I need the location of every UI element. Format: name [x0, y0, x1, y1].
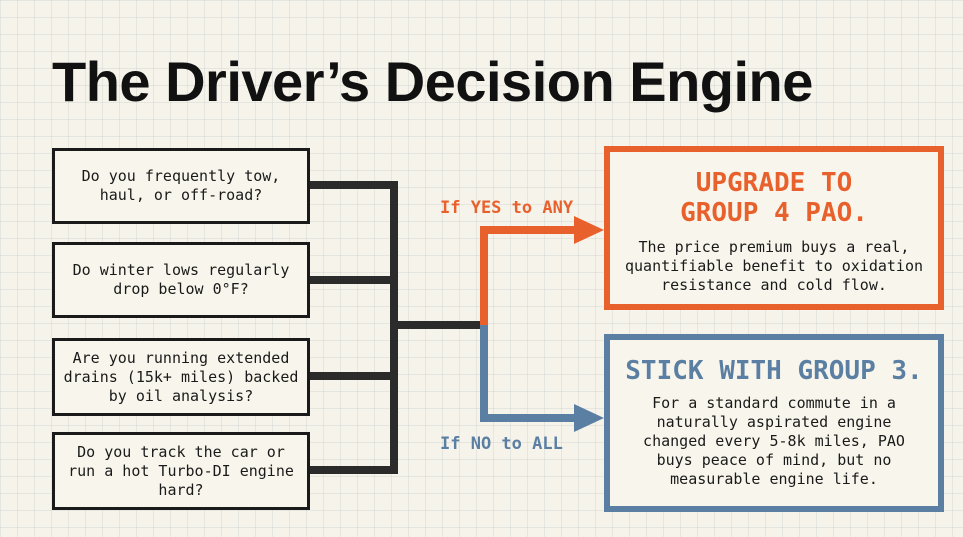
question-text: Do winter lows regularly drop below 0°F?	[72, 261, 290, 298]
question-text: Do you track the car or run a hot Turbo-…	[68, 442, 294, 499]
outcome-stick-title: STICK WITH GROUP 3.	[625, 356, 923, 386]
yes-arrowhead	[574, 216, 604, 244]
question-box-winter: Do winter lows regularly drop below 0°F?	[52, 242, 310, 318]
yes-branch-line	[480, 226, 576, 325]
outcome-upgrade-title: UPGRADE TO GROUP 4 PAO.	[680, 168, 868, 228]
outcome-stick-body: For a standard commute in a naturally as…	[643, 394, 905, 488]
no-branch-label: If NO to ALL	[440, 434, 563, 454]
question-box-track: Do you track the car or run a hot Turbo-…	[52, 432, 310, 510]
outcome-upgrade: UPGRADE TO GROUP 4 PAO. The price premiu…	[604, 146, 944, 310]
question-text: Are you running extended drains (15k+ mi…	[63, 348, 299, 405]
page-title: The Driver’s Decision Engine	[52, 50, 813, 113]
no-arrowhead	[574, 404, 604, 432]
question-box-drains: Are you running extended drains (15k+ mi…	[52, 338, 310, 416]
no-branch-line	[480, 325, 576, 422]
question-text: Do you frequently tow, haul, or off-road…	[81, 167, 281, 204]
outcome-stick: STICK WITH GROUP 3. For a standard commu…	[604, 334, 944, 512]
question-box-tow: Do you frequently tow, haul, or off-road…	[52, 148, 310, 224]
outcome-upgrade-body: The price premium buys a real, quantifia…	[624, 238, 923, 294]
yes-branch-label: If YES to ANY	[440, 198, 574, 218]
